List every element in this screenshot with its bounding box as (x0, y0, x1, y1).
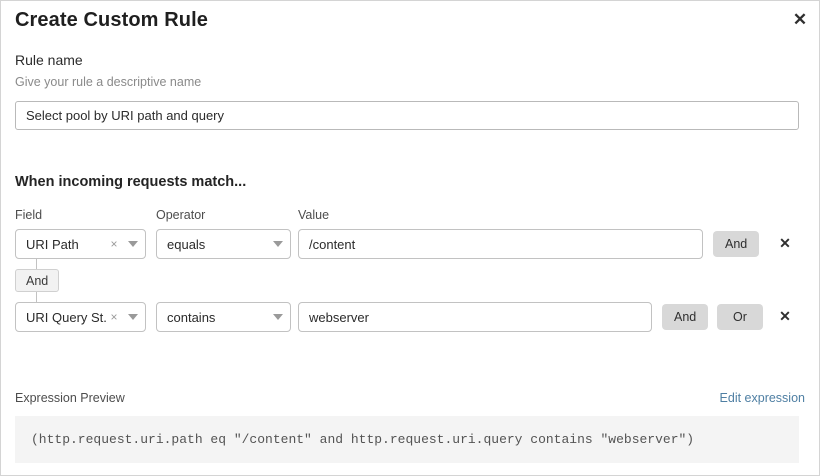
rule-name-help-text: Give your rule a descriptive name (15, 75, 202, 89)
connector-line-bottom (36, 292, 37, 302)
condition-row: URI Query St... × contains And Or ✕ (1, 302, 820, 332)
delete-condition-icon-row1[interactable]: ✕ (779, 235, 791, 251)
chevron-down-icon[interactable] (266, 241, 290, 247)
or-button-row2[interactable]: Or (717, 304, 763, 330)
connector-line-top (36, 259, 37, 269)
operator-select-row2[interactable]: contains (156, 302, 291, 332)
close-icon[interactable]: ✕ (792, 9, 808, 29)
conditions-heading: When incoming requests match... (15, 174, 247, 190)
rule-name-input[interactable] (15, 101, 799, 130)
field-select-value-row1: URI Path (26, 236, 79, 252)
group-connector-and-badge[interactable]: And (15, 269, 60, 292)
value-input-row2[interactable] (298, 302, 652, 332)
condition-row: URI Path × equals And ✕ (1, 229, 820, 259)
column-header-field: Field (15, 208, 43, 222)
expression-preview-label: Expression Preview (15, 391, 125, 405)
chevron-down-icon[interactable] (121, 314, 145, 320)
rule-name-label: Rule name (15, 52, 83, 68)
field-select-value-row2: URI Query St... (26, 309, 107, 325)
chevron-down-icon[interactable] (266, 314, 290, 320)
operator-select-value-row1: equals (167, 236, 206, 252)
operator-select-value-row2: contains (167, 309, 216, 325)
expression-preview-box: (http.request.uri.path eq "/content" and… (15, 416, 799, 463)
chevron-down-icon[interactable] (121, 241, 145, 247)
column-header-operator: Operator (156, 208, 206, 222)
field-select-row2[interactable]: URI Query St... × (15, 302, 146, 332)
expression-code-text: (http.request.uri.path eq "/content" and… (31, 432, 695, 447)
edit-expression-link[interactable]: Edit expression (719, 391, 805, 405)
clear-icon[interactable]: × (110, 310, 118, 324)
field-select-row1[interactable]: URI Path × (15, 229, 146, 259)
and-button-row2[interactable]: And (662, 304, 709, 330)
value-input-row1[interactable] (298, 229, 703, 259)
delete-condition-icon-row2[interactable]: ✕ (779, 308, 791, 324)
column-header-value: Value (298, 208, 330, 222)
clear-icon[interactable]: × (110, 237, 118, 251)
and-button-row1[interactable]: And (713, 231, 760, 257)
page-title: Create Custom Rule (15, 9, 208, 31)
operator-select-row1[interactable]: equals (156, 229, 291, 259)
